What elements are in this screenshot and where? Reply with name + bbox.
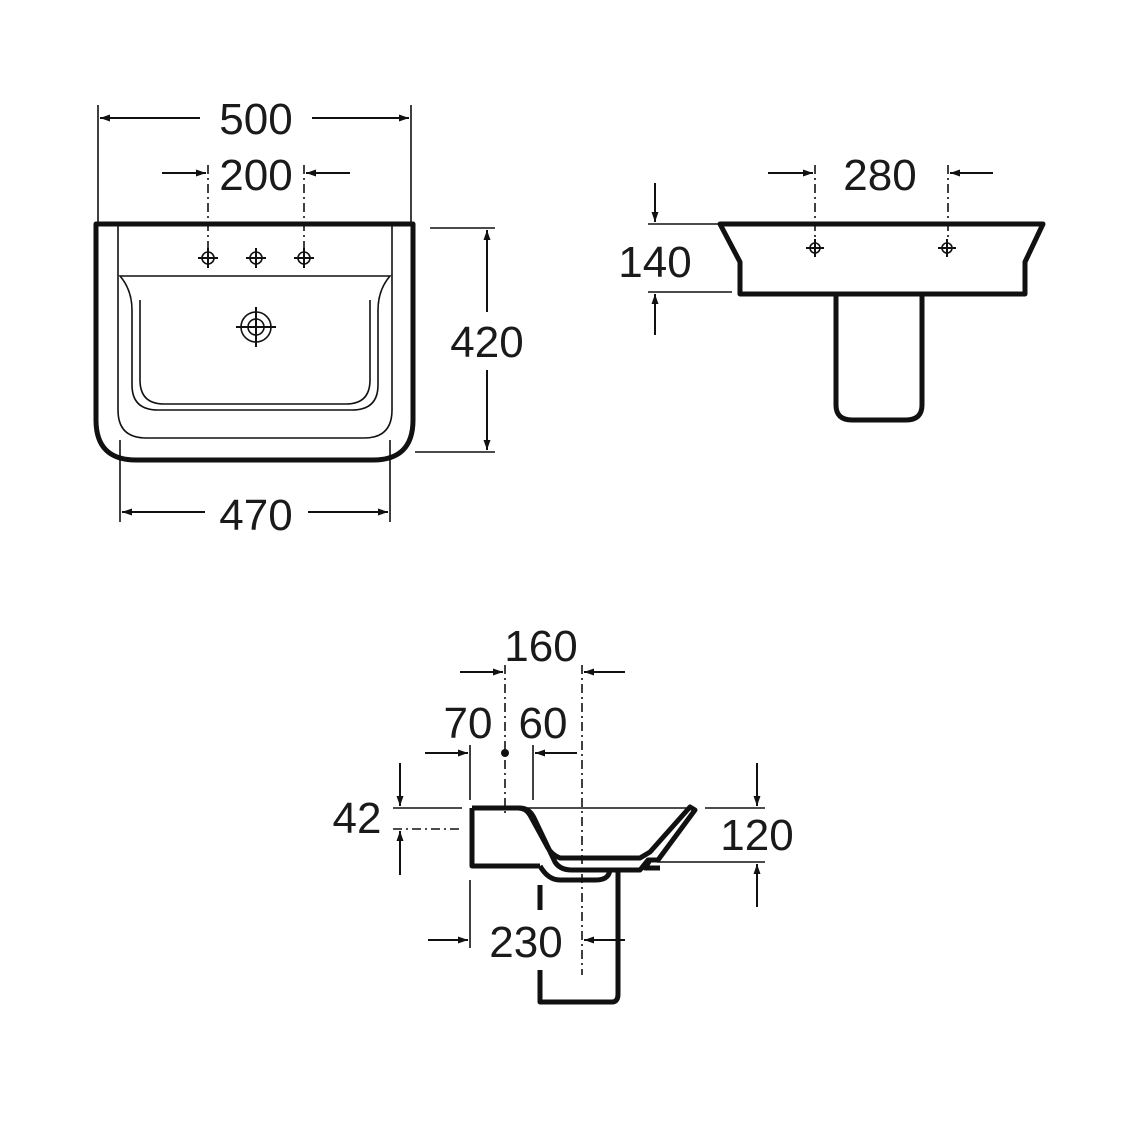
bowl-outline: [118, 275, 392, 411]
dim-projection: 230: [489, 918, 562, 967]
dim-basin-height: 120: [720, 811, 793, 860]
basin-side-outline: [472, 804, 698, 873]
dim-tap-offset: 60: [519, 699, 568, 748]
dim-pedestal-offset: 160: [504, 622, 577, 671]
dim-width-inner: 470: [219, 491, 292, 540]
side-view: 160 70 60 42 120 230: [333, 622, 794, 1005]
dim-width-outer: 500: [219, 95, 292, 144]
dim-fixing-height: 140: [618, 238, 691, 287]
tap-holes: [198, 248, 314, 268]
fixing-holes: [806, 239, 956, 257]
top-view: 500 200 420 470: [93, 95, 524, 540]
dim-depth: 420: [450, 318, 523, 367]
drain-icon: [236, 307, 276, 347]
dim-tap-spacing: 200: [219, 151, 292, 200]
dim-overflow-height: 42: [333, 794, 382, 843]
basin-rim-line: [117, 226, 393, 439]
pedestal-side: [537, 868, 621, 1005]
pedestal-front: [833, 296, 925, 423]
basin-front-outline: [717, 221, 1046, 297]
basin-outline: [93, 221, 416, 463]
dim-rear-offset: 70: [444, 699, 493, 748]
front-view: 280 140: [618, 151, 1046, 423]
dim-fixing-spacing: 280: [843, 151, 916, 200]
